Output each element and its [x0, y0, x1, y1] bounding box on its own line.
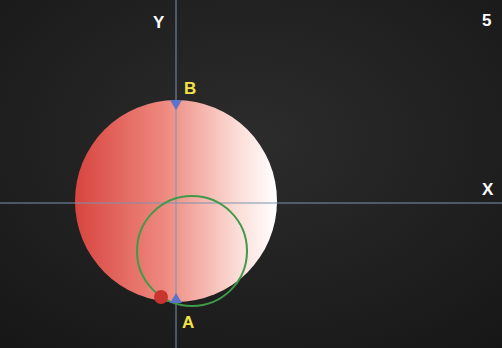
- point-marker-b: [170, 100, 182, 110]
- point-label: A: [182, 314, 194, 331]
- point-marker-a: [170, 293, 182, 303]
- x-axis: [0, 203, 502, 204]
- orbit-circle: [137, 196, 247, 306]
- small-ball: [154, 290, 168, 304]
- axis-label: X: [482, 181, 493, 198]
- frame-number: 5: [482, 12, 491, 29]
- axis-label: Y: [153, 14, 164, 31]
- point-label: B: [184, 80, 196, 97]
